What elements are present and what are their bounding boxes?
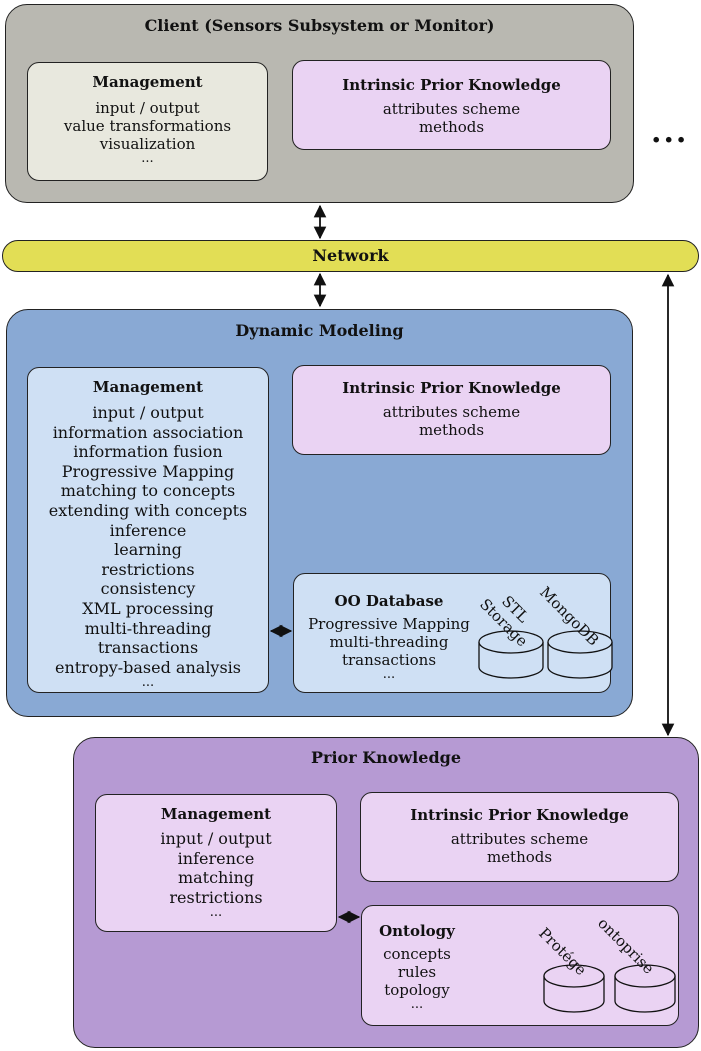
ontology-line: rules [397, 963, 437, 981]
prior-knowledge-title: Prior Knowledge [310, 748, 461, 767]
oo-database-lines: Progressive Mapping multi-threading tran… [294, 615, 484, 682]
ontology-text: Ontology concepts rules topology ... [362, 906, 472, 1012]
dynamic-mgmt-line: matching to concepts [60, 481, 236, 501]
dynamic-management-lines: input / output information association i… [28, 403, 268, 691]
client-management-lines: input / output value transformations vis… [28, 99, 267, 166]
dynamic-knowledge-line: methods [418, 421, 485, 439]
dynamic-modeling-title: Dynamic Modeling [235, 321, 404, 340]
dynamic-mgmt-ellipsis: ... [141, 675, 155, 691]
prior-management-title: Management [160, 805, 272, 823]
dynamic-management-title: Management [92, 378, 204, 396]
prior-knowledge-intrinsic-box: Intrinsic Prior Knowledge attributes sch… [360, 792, 679, 882]
more-clients-ellipsis: ... [651, 115, 689, 150]
oo-database-ellipsis: ... [382, 667, 396, 682]
dynamic-mgmt-line: learning [114, 540, 182, 560]
dynamic-knowledge-box: Intrinsic Prior Knowledge attributes sch… [292, 365, 611, 455]
dynamic-knowledge-lines: attributes scheme methods [293, 403, 610, 439]
client-knowledge-line: methods [418, 118, 485, 136]
oo-database-line: Progressive Mapping [308, 615, 470, 633]
prior-intrinsic-line: attributes scheme [450, 830, 589, 848]
dynamic-mgmt-line: inference [109, 520, 187, 540]
prior-mgmt-ellipsis: ... [209, 905, 223, 921]
dynamic-mgmt-line: consistency [100, 579, 196, 599]
dynamic-mgmt-line: input / output [92, 403, 204, 422]
dynamic-mgmt-line: XML processing [82, 598, 214, 618]
ontology-line: concepts [383, 945, 451, 963]
prior-mgmt-line: input / output [160, 829, 272, 848]
dynamic-mgmt-line: extending with concepts [48, 500, 248, 520]
client-mgmt-line: value transformations [63, 117, 232, 135]
client-knowledge-lines: attributes scheme methods [293, 100, 610, 136]
protege-database-icon: Protégé [535, 924, 605, 1013]
prior-mgmt-line: restrictions [169, 887, 263, 907]
dynamic-mgmt-line: entropy-based analysis [54, 657, 242, 677]
ontology-title: Ontology [379, 922, 455, 940]
prior-intrinsic-lines: attributes scheme methods [361, 830, 678, 866]
dynamic-mgmt-line: restrictions [101, 559, 195, 579]
dynamic-mgmt-line: multi-threading [84, 618, 212, 638]
dynamic-mgmt-line: information association [52, 422, 244, 442]
client-mgmt-line: input / output [95, 99, 200, 117]
client-knowledge-box: Intrinsic Prior Knowledge attributes sch… [292, 60, 611, 150]
client-management-box: Management input / output value transfor… [27, 62, 268, 181]
client-knowledge-title: Intrinsic Prior Knowledge [342, 76, 561, 94]
client-knowledge-line: attributes scheme [382, 100, 521, 118]
oo-database-line: multi-threading [329, 633, 449, 651]
oo-database-text: OO Database Progressive Mapping multi-th… [294, 574, 484, 682]
prior-mgmt-line: matching [177, 868, 255, 888]
dynamic-mgmt-line: Progressive Mapping [61, 461, 235, 481]
network-label: Network [312, 246, 389, 265]
dynamic-knowledge-line: attributes scheme [382, 403, 521, 421]
stl-storage-database-icon: STL Storage [476, 592, 544, 679]
prior-management-lines: input / output inference matching restri… [96, 829, 336, 921]
ontology-line: topology [384, 981, 450, 999]
prior-management-box: Management input / output inference matc… [95, 794, 337, 932]
dynamic-mgmt-line: information fusion [73, 442, 223, 462]
prior-intrinsic-line: methods [486, 848, 553, 866]
dynamic-management-box: Management input / output information as… [27, 367, 269, 693]
prior-mgmt-line: inference [177, 848, 255, 868]
client-title: Client (Sensors Subsystem or Monitor) [144, 16, 495, 35]
mongodb-database-icon: MongoDB [536, 583, 613, 679]
prior-intrinsic-title: Intrinsic Prior Knowledge [410, 806, 629, 824]
dynamic-knowledge-title: Intrinsic Prior Knowledge [342, 379, 561, 397]
client-management-title: Management [92, 73, 203, 91]
ontoprise-database-icon: ontoprise [594, 914, 676, 1013]
ontology-ellipsis: ... [410, 997, 424, 1012]
ontology-lines: concepts rules topology ... [362, 945, 472, 1012]
oo-database-title: OO Database [334, 592, 444, 610]
oo-database-line: transactions [341, 651, 437, 669]
client-mgmt-line: visualization [99, 135, 196, 153]
dynamic-mgmt-line: transactions [97, 638, 199, 658]
client-mgmt-ellipsis: ... [141, 151, 154, 166]
network-bar: Network [2, 240, 699, 272]
